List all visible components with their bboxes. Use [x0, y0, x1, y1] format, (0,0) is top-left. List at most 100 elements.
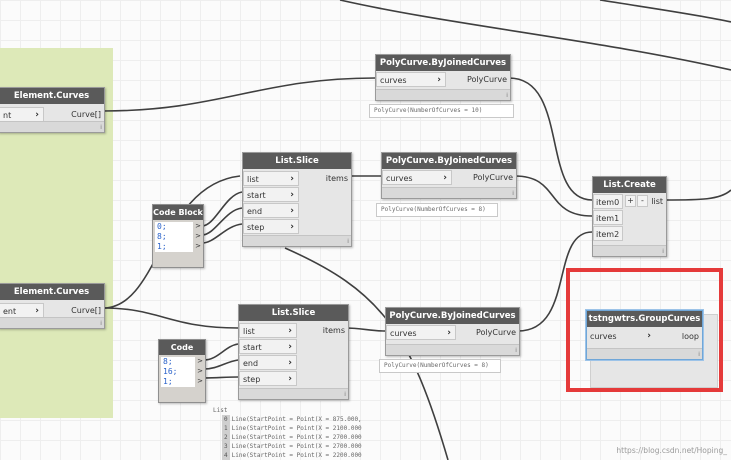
port-label: end [243, 359, 259, 368]
port-label: ent [3, 307, 17, 316]
output-port-icon[interactable]: > [197, 367, 203, 375]
node-title: PolyCurve.ByJoinedCurves [382, 153, 516, 169]
resize-grip-icon[interactable]: ⁞ [344, 391, 346, 398]
port-label: end [247, 207, 263, 216]
port-label: nt [3, 111, 12, 120]
node-title: Code Block [159, 340, 205, 367]
output-port[interactable]: PolyCurve [453, 170, 516, 185]
code-editor[interactable]: 8; 16; 1; [161, 357, 195, 387]
resize-grip-icon[interactable]: ⁞ [100, 124, 102, 131]
output-port-icon[interactable]: > [195, 222, 201, 230]
output-port-icon[interactable]: > [195, 232, 201, 240]
input-port-item2[interactable]: item2 [593, 226, 623, 241]
output-port-icon[interactable]: > [197, 357, 203, 365]
wire [664, 189, 731, 201]
resize-grip-icon[interactable]: ⁞ [662, 248, 664, 255]
resize-grip-icon[interactable]: ⁞ [347, 238, 349, 245]
port-label: step [247, 223, 265, 232]
polycurve-by-joined-curves-node[interactable]: PolyCurve.ByJoinedCurves curves› PolyCur… [375, 54, 511, 101]
list-item-text: Line(StartPoint = Point(X = 2700.000 [231, 434, 362, 441]
input-port-end[interactable]: end› [243, 203, 299, 218]
input-port[interactable]: curves› [382, 170, 452, 185]
resize-grip-icon[interactable]: ⁞ [515, 347, 517, 354]
input-port-list[interactable]: list › [243, 171, 299, 186]
element-curves-node[interactable]: Element.Curves ent› Curve[] ⁞ [0, 283, 105, 329]
list-item-text: Line(StartPoint = Point(X = 2700.000 [231, 443, 362, 450]
code-line: 1; [157, 242, 167, 251]
group-curves-node[interactable]: tstngwtrs.GroupCurves curves› loop ⁞ [586, 310, 703, 360]
resize-grip-icon[interactable]: ⁞ [512, 190, 514, 197]
output-port[interactable]: items [305, 323, 348, 338]
input-port-start[interactable]: start› [239, 339, 297, 354]
input-port[interactable]: curves› [386, 325, 456, 340]
input-port-start[interactable]: start› [243, 187, 299, 202]
port-label: items [325, 174, 348, 183]
output-port-icon[interactable]: > [197, 377, 203, 385]
code-block-node[interactable]: Code Block 0; 8; 1; > > > [152, 204, 204, 268]
add-input-button[interactable]: + [625, 195, 636, 207]
input-port-step[interactable]: step› [243, 219, 299, 234]
node-footer: ⁞ [593, 245, 666, 256]
input-port-item0[interactable]: item0 [593, 194, 623, 209]
node-title: PolyCurve.ByJoinedCurves [386, 308, 519, 324]
chevron-right-icon: › [288, 358, 292, 368]
list-slice-node[interactable]: List.Slice list› start› end› step› items… [242, 152, 352, 247]
chevron-right-icon: › [647, 331, 651, 341]
polycurve-by-joined-curves-node[interactable]: PolyCurve.ByJoinedCurves curves› PolyCur… [385, 307, 520, 356]
input-port[interactable]: ent › [0, 303, 44, 318]
wire [508, 77, 593, 201]
chevron-right-icon: › [290, 174, 294, 184]
node-preview: PolyCurve(NumberOfCurves = 8) [376, 203, 498, 217]
list-index: 0 [222, 415, 230, 424]
port-label: items [322, 326, 345, 335]
input-port-step[interactable]: step › [239, 371, 297, 386]
highlight-box [566, 268, 723, 392]
element-curves-node[interactable]: Element.Curves nt› Curve[] ⁞ [0, 87, 105, 133]
input-port[interactable]: curves› [587, 329, 655, 344]
wire [102, 77, 376, 112]
list-index: 2 [222, 433, 230, 442]
output-port[interactable]: list [647, 194, 666, 209]
output-port[interactable]: loop [669, 329, 702, 344]
output-port-icon[interactable]: > [195, 242, 201, 250]
list-create-node[interactable]: List.Create item0 + - list item1 item2 ⁞ [592, 176, 667, 257]
port-label: PolyCurve [476, 328, 516, 337]
input-port-list[interactable]: list› [239, 323, 297, 338]
polycurve-by-joined-curves-node[interactable]: PolyCurve.ByJoinedCurves curves› PolyCur… [381, 152, 517, 199]
port-label: list [247, 175, 259, 184]
output-port[interactable]: items [308, 171, 351, 186]
wire [203, 343, 239, 361]
chevron-right-icon: › [437, 75, 441, 85]
chevron-right-icon: › [443, 173, 447, 183]
code-block-node[interactable]: Code Block 8; 16; 1; > > > [158, 339, 206, 403]
chevron-right-icon: › [288, 374, 292, 384]
port-label: step [243, 375, 261, 384]
remove-input-button[interactable]: - [637, 195, 648, 207]
wire [201, 191, 243, 227]
node-preview: PolyCurve(NumberOfCurves = 8) [379, 359, 501, 373]
list-item-text: Line(StartPoint = Point(X = 2100.000 [231, 425, 362, 432]
wire [514, 175, 593, 217]
input-port[interactable]: curves› [376, 72, 446, 87]
input-port-item1[interactable]: item1 [593, 210, 623, 225]
code-line: 1; [163, 377, 173, 386]
list-slice-node[interactable]: List.Slice list› start› end› step› items… [238, 304, 349, 400]
list-index: 4 [222, 451, 230, 460]
resize-grip-icon[interactable]: ⁞ [698, 351, 700, 358]
code-editor[interactable]: 0; 8; 1; [155, 222, 193, 252]
output-port[interactable]: PolyCurve [447, 72, 510, 87]
node-footer: ⁞ [243, 235, 351, 246]
output-port[interactable]: Curve[] [51, 107, 104, 122]
input-port[interactable]: nt › [0, 107, 44, 122]
output-port[interactable]: Curve[] [51, 303, 104, 318]
chevron-right-icon: › [288, 326, 292, 336]
resize-grip-icon[interactable]: ⁞ [100, 320, 102, 327]
chevron-right-icon: › [35, 306, 39, 316]
output-port[interactable]: PolyCurve [456, 325, 519, 340]
chevron-right-icon: › [35, 110, 39, 120]
port-label: PolyCurve [473, 173, 513, 182]
resize-grip-icon[interactable]: ⁞ [506, 92, 508, 99]
node-footer: ⁞ [386, 344, 519, 355]
input-port-end[interactable]: end › [239, 355, 297, 370]
